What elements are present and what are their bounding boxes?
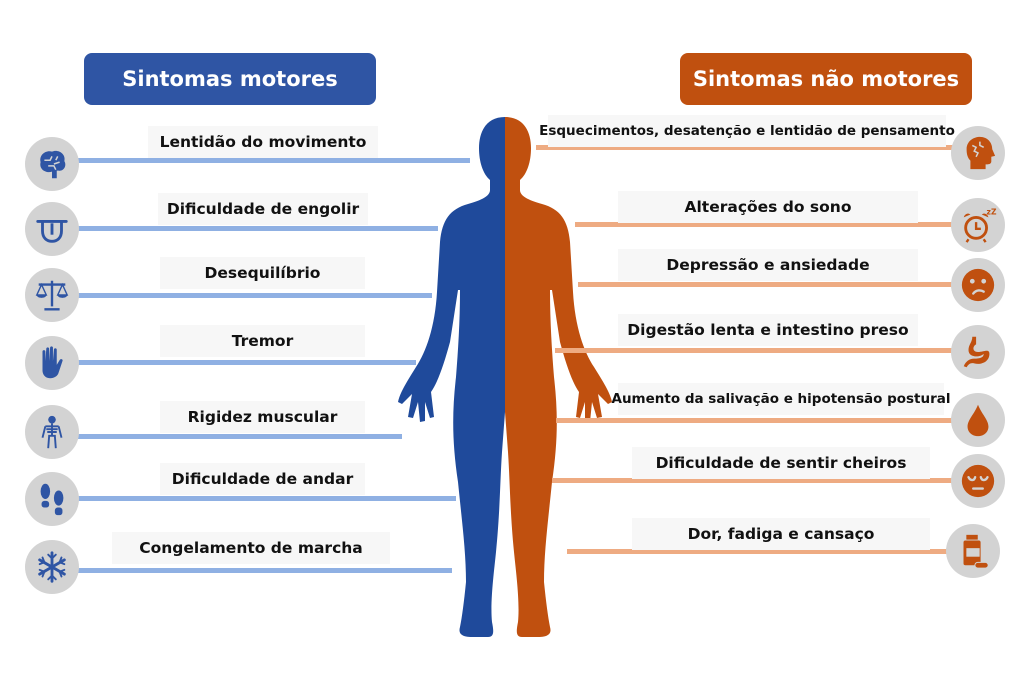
non-motor-symptom-icon-badge: zZ: [951, 198, 1005, 252]
snowflake-icon: [38, 551, 66, 583]
non-motor-header: Sintomas não motores: [680, 53, 972, 105]
connector-line: [78, 293, 432, 298]
non-motor-symptom-icon-badge: [951, 126, 1005, 180]
connector-line: [578, 282, 956, 287]
pill-bottle-icon: [963, 534, 989, 569]
non-motor-symptom-icon-badge: [951, 325, 1005, 379]
connector-line: [78, 360, 416, 365]
svg-text:zZ: zZ: [987, 208, 997, 217]
footprints-icon: [40, 483, 64, 516]
non-motor-symptom-label: Esquecimentos, desatenção e lentidão de …: [539, 115, 955, 147]
connector-line: [78, 434, 402, 439]
connector-line: [78, 568, 452, 573]
sad-face-icon: [961, 268, 995, 302]
brain-icon: [40, 150, 66, 179]
connector-line: [78, 158, 470, 163]
alarm-clock-sleep-icon: zZ: [963, 208, 997, 243]
stomach-icon: [963, 336, 990, 368]
motor-symptom-icon-badge: [25, 472, 79, 526]
balance-scale-icon: [35, 280, 69, 311]
connector-line: [78, 226, 438, 231]
motor-symptom-label: Dificuldade de engolir: [158, 193, 368, 225]
non-motor-header-text: Sintomas não motores: [692, 67, 960, 91]
motor-symptom-label: Congelamento de marcha: [112, 532, 390, 564]
motor-header-text: Sintomas motores: [122, 67, 338, 91]
motor-symptom-label: Tremor: [160, 325, 365, 357]
motor-symptom-label: Rigidez muscular: [160, 401, 365, 433]
motor-symptom-label: Lentidão do movimento: [148, 126, 378, 158]
non-motor-symptom-label: Aumento da salivação e hipotensão postur…: [612, 383, 951, 415]
tongue-icon: [36, 219, 68, 243]
non-motor-symptom-label: Alterações do sono: [618, 191, 918, 223]
non-motor-symptom-label: Dor, fadiga e cansaço: [632, 518, 930, 550]
motor-header: Sintomas motores: [84, 53, 376, 105]
connector-line: [567, 549, 951, 554]
motor-symptom-icon-badge: [25, 336, 79, 390]
non-motor-symptom-label: Dificuldade de sentir cheiros: [632, 447, 930, 479]
motor-symptom-icon-badge: [25, 540, 79, 594]
motor-symptom-icon-badge: [25, 268, 79, 322]
connector-line: [552, 478, 956, 483]
motor-symptom-label: Desequilíbrio: [160, 257, 365, 289]
motor-symptom-icon-badge: [25, 202, 79, 256]
motor-symptom-icon-badge: [25, 405, 79, 459]
closed-eyes-face-icon: [961, 464, 995, 498]
non-motor-symptom-label: Depressão e ansiedade: [618, 249, 918, 281]
non-motor-symptom-icon-badge: [951, 393, 1005, 447]
drop-icon: [967, 404, 989, 437]
connector-line: [536, 145, 956, 150]
connector-line: [556, 418, 956, 423]
motor-symptom-label: Dificuldade de andar: [160, 463, 365, 495]
connector-line: [555, 348, 955, 353]
head-brain-icon: [966, 136, 996, 170]
non-motor-symptom-icon-badge: [951, 454, 1005, 508]
motor-symptom-icon-badge: [25, 137, 79, 191]
non-motor-symptom-icon-badge: [946, 524, 1000, 578]
connector-line: [575, 222, 955, 227]
connector-line: [78, 496, 456, 501]
skeleton-icon: [41, 415, 63, 449]
human-body-figure: [398, 117, 612, 637]
non-motor-symptom-label: Digestão lenta e intestino preso: [618, 314, 918, 346]
hand-icon: [42, 346, 63, 379]
non-motor-symptom-icon-badge: [951, 258, 1005, 312]
